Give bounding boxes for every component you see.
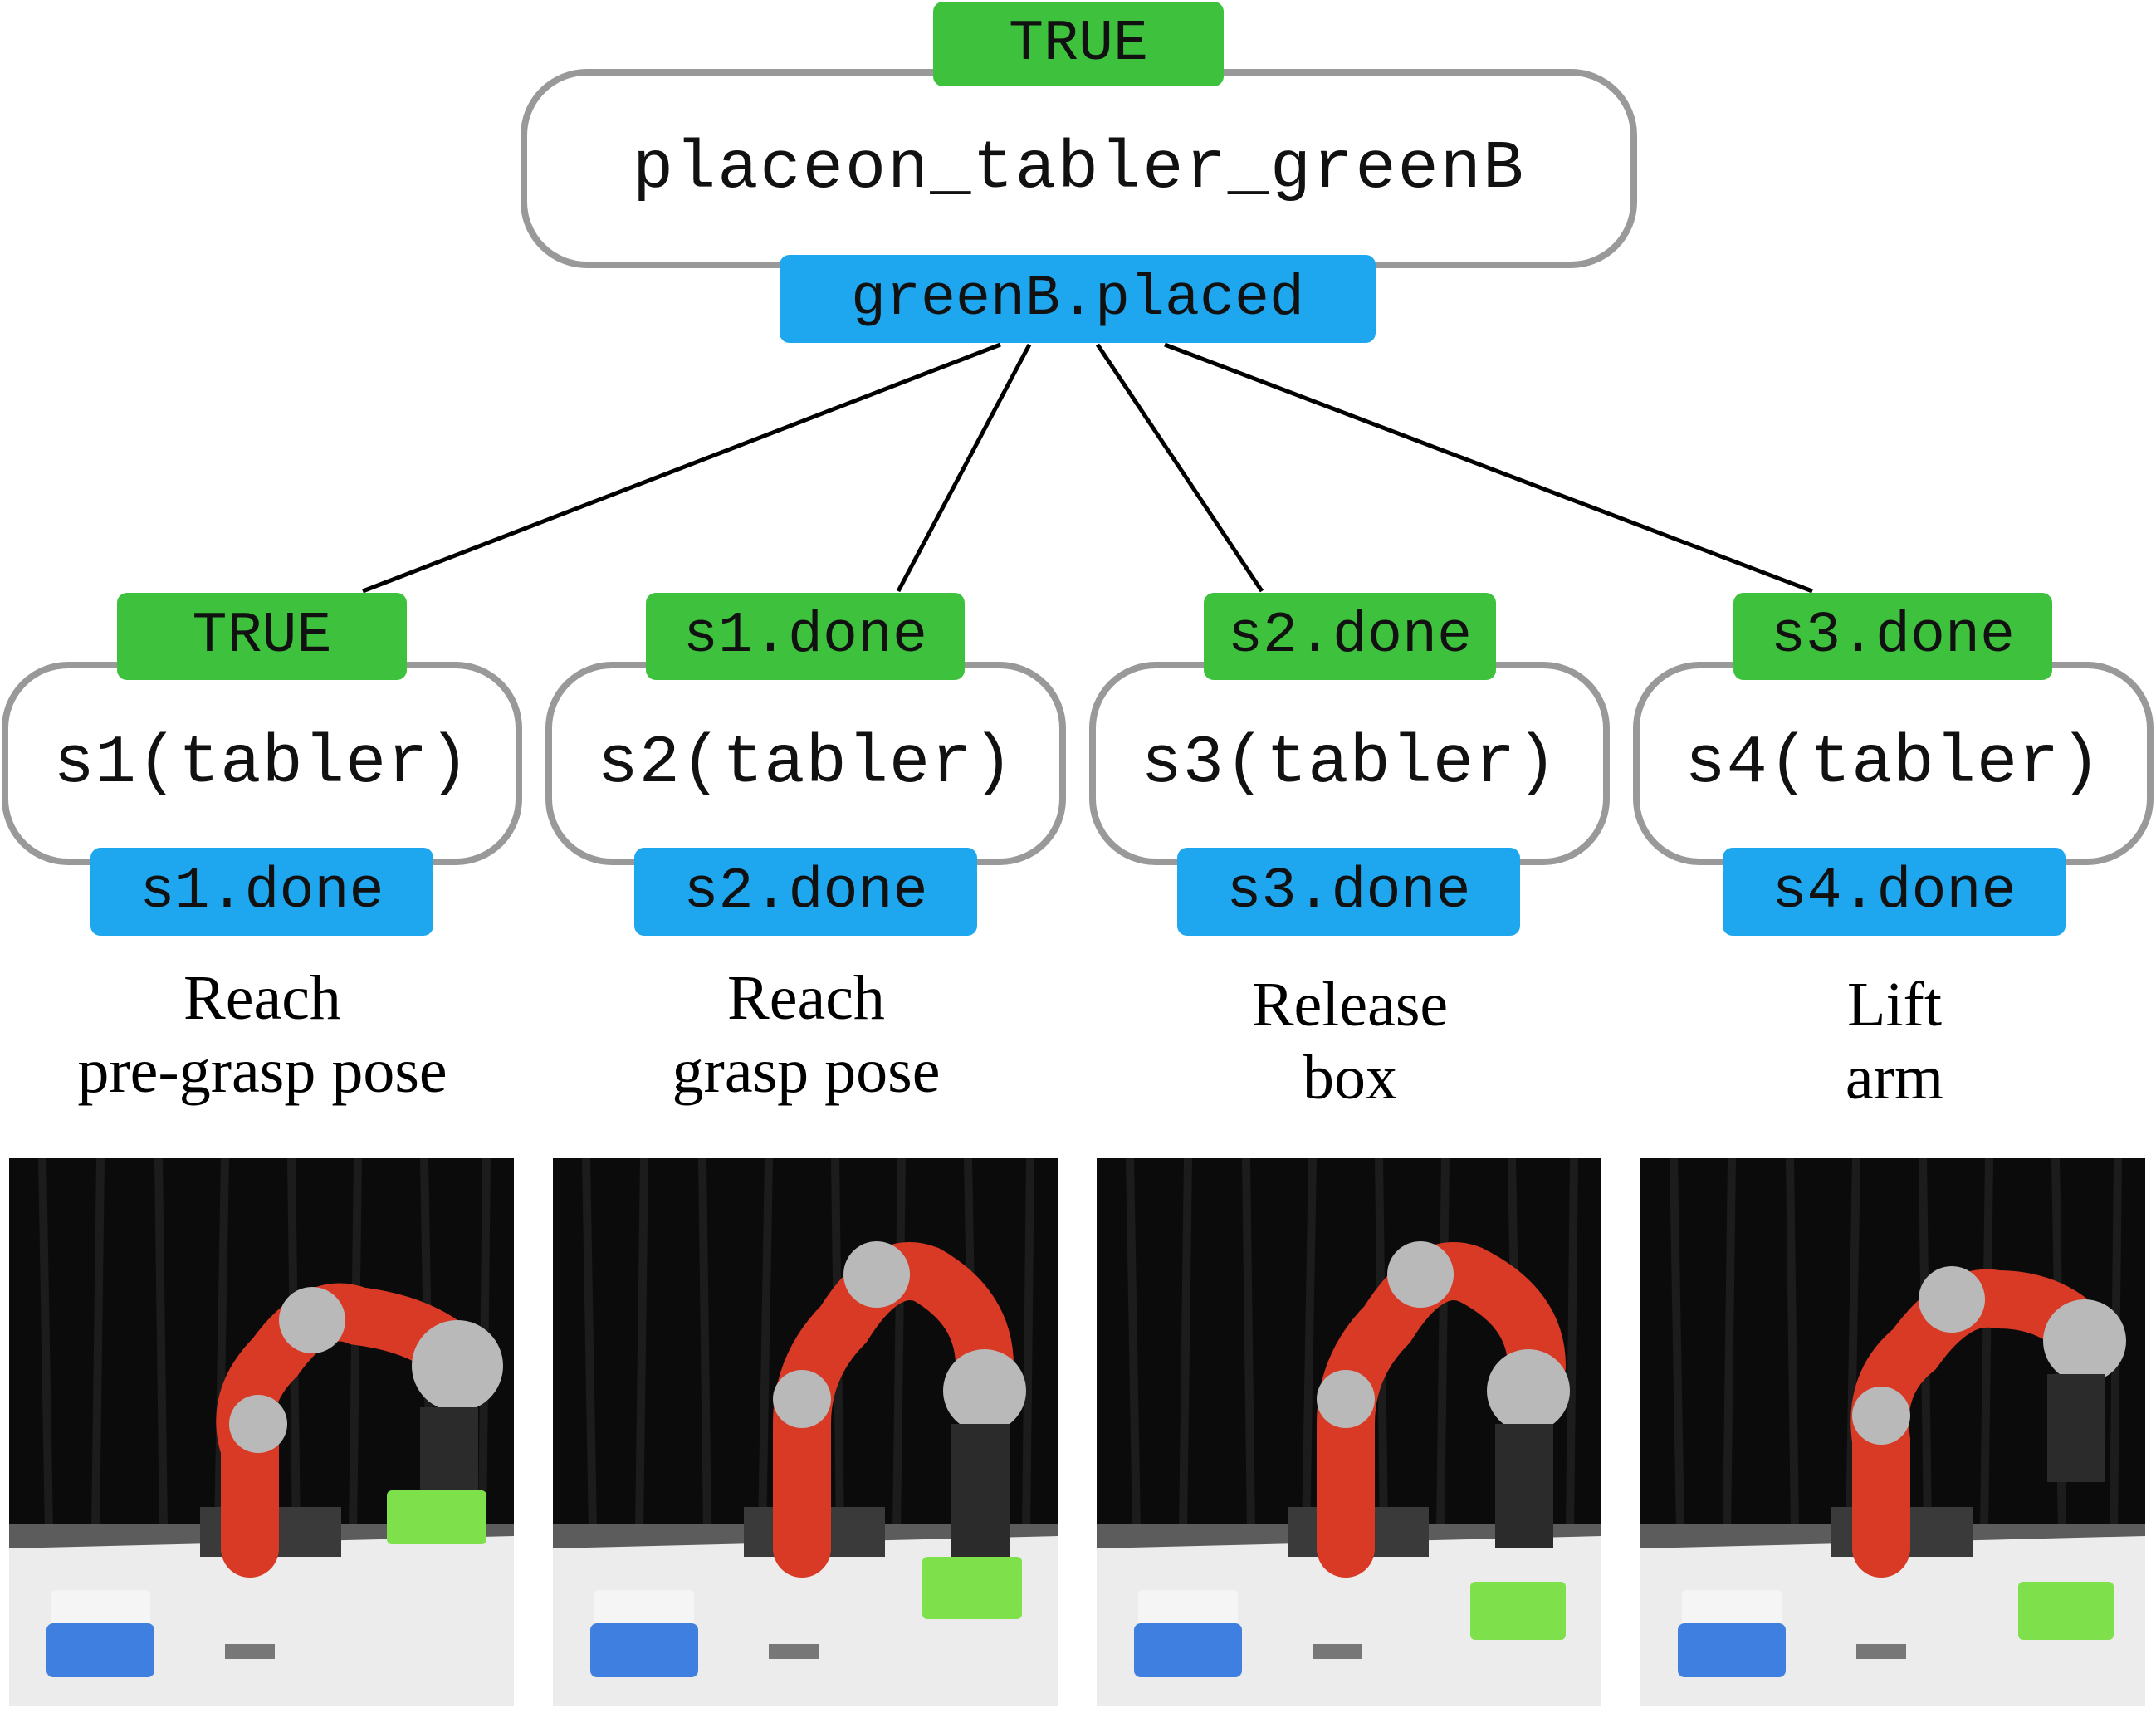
edge-root-s2	[896, 343, 1032, 593]
root-postcondition-tag: greenB.placed	[780, 255, 1376, 343]
child-node-label: s1(tabler)	[53, 725, 471, 802]
child-precondition-tag: s3.done	[1733, 593, 2052, 680]
child-postcondition-tag: s1.done	[90, 848, 433, 936]
child-node-label: s3(tabler)	[1141, 725, 1558, 802]
robot-photo-s2	[553, 1158, 1058, 1706]
robot-photo-s4	[1640, 1158, 2145, 1706]
root-precondition-tag: TRUE	[933, 2, 1224, 86]
child-precondition-tag: TRUE	[117, 593, 407, 680]
child-node-s3: s3(tabler)	[1089, 662, 1610, 865]
child-node-label: s2(tabler)	[597, 725, 1014, 802]
robot-photo-s3	[1097, 1158, 1601, 1706]
root-node: placeon_tabler_greenB	[521, 69, 1637, 268]
edge-root-s4	[1164, 342, 1813, 594]
step-caption: Reach pre-grasp pose	[77, 963, 447, 1106]
robot-scene-illustration	[1097, 1158, 1601, 1706]
robot-scene-illustration	[553, 1158, 1058, 1706]
robot-scene-illustration	[9, 1158, 514, 1706]
robot-scene-illustration	[1640, 1158, 2145, 1706]
child-precondition-tag: s1.done	[646, 593, 965, 680]
child-node-s4: s4(tabler)	[1633, 662, 2154, 865]
child-node-s1: s1(tabler)	[2, 662, 522, 865]
step-caption: Lift arm	[1845, 970, 1944, 1113]
child-postcondition-tag: s4.done	[1723, 848, 2066, 936]
edge-root-s3	[1095, 343, 1264, 593]
edge-root-s1	[362, 342, 1001, 594]
child-node-label: s4(tabler)	[1684, 725, 2102, 802]
child-postcondition-tag: s3.done	[1177, 848, 1520, 936]
child-node-s2: s2(tabler)	[545, 662, 1066, 865]
robot-photo-s1	[9, 1158, 514, 1706]
root-node-label: placeon_tabler_greenB	[632, 130, 1526, 208]
child-precondition-tag: s2.done	[1204, 593, 1496, 680]
step-caption: Release box	[1251, 970, 1449, 1113]
child-postcondition-tag: s2.done	[634, 848, 977, 936]
step-caption: Reach grasp pose	[672, 963, 941, 1106]
